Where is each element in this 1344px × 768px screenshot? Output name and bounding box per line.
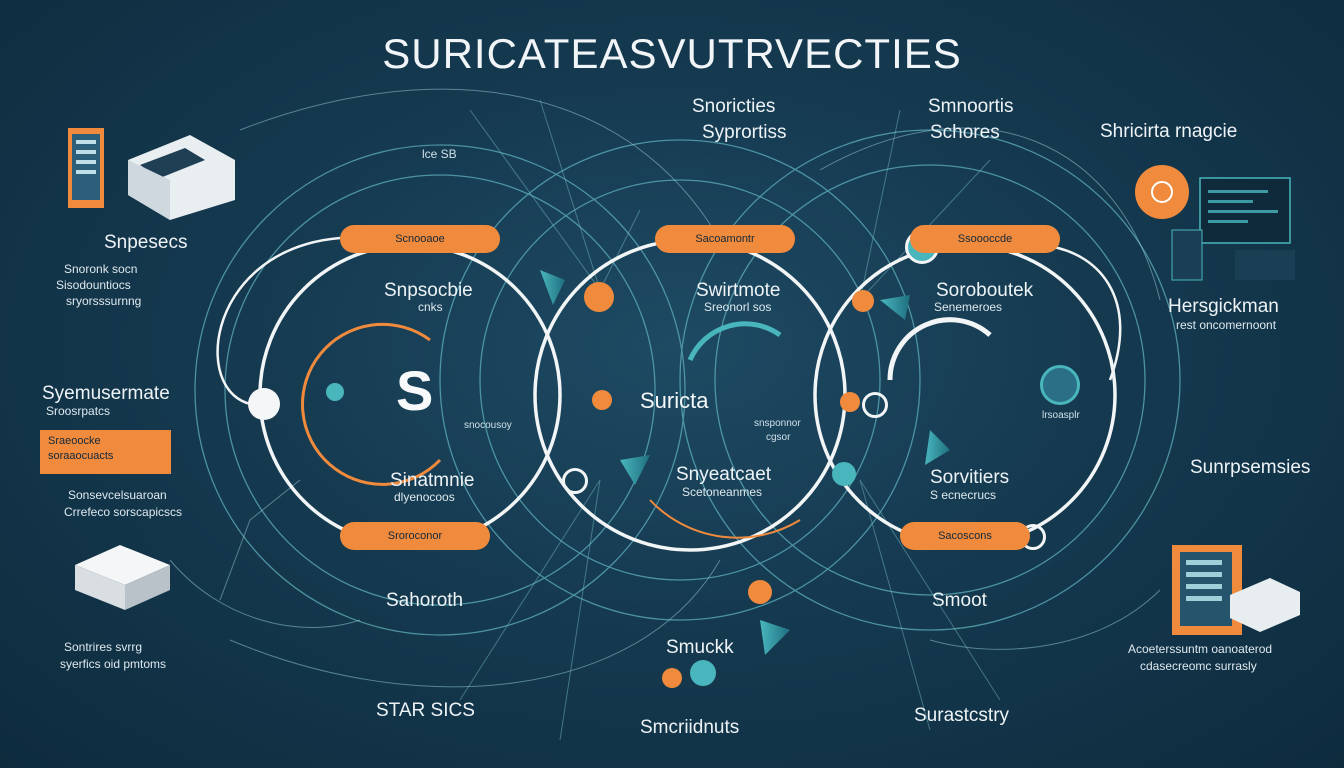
top-small-tag: lce SB (422, 147, 457, 161)
node-orange-2[interactable] (592, 390, 612, 410)
node-white-3[interactable] (562, 468, 588, 494)
node-teal-3[interactable] (1040, 365, 1080, 405)
pill-ring1-bottom-label: Sroroconor (387, 530, 443, 542)
right-label-2: rest oncomernoont (1176, 318, 1277, 332)
node-white-2[interactable] (862, 392, 888, 418)
top-mid-label-2: Syprortiss (702, 122, 787, 143)
ring2-footer-1: Snyeatcaet (676, 464, 772, 485)
ring2-sub: Sreonorl sos (704, 300, 772, 314)
bottom-label-suratcstry: Surastcstry (914, 705, 1010, 726)
pill-ring3-top-label: Ssoooccde (957, 233, 1013, 245)
top-far-right-label: Shricirta rnagcie (1100, 121, 1238, 142)
ring3-small: lrsoasplr (1042, 410, 1080, 421)
node-orange-1[interactable] (584, 282, 614, 312)
right-bottom-2: cdasecreomc surrasly (1140, 659, 1257, 673)
ring3-sub: Senemeroes (934, 300, 1003, 314)
bottom-label-smoot: Smoot (932, 590, 987, 611)
node-orange-5[interactable] (748, 580, 772, 604)
left-bottom-1: Sontrires svrrg (64, 640, 143, 654)
ring1-footer-1: Sinatmnie (390, 470, 475, 491)
bottom-label-sahoroth: Sahoroth (386, 590, 464, 611)
devices-label: Snpesecs (104, 232, 188, 253)
pill-ring1-bottom[interactable]: Sroroconor (340, 522, 490, 550)
node-teal-4[interactable] (832, 462, 856, 486)
left-info-2: Crrefeco sorscapicscs (64, 505, 183, 519)
ring2-heading: Swirtmote (696, 280, 781, 301)
left-bottom-2: syerfics oid pmtoms (60, 657, 167, 671)
pill-ring3-bottom-label: Sacoscons (938, 530, 992, 542)
right-side-label: Sunrpsemsies (1190, 457, 1311, 478)
pill-ring2-top-label: Sacoamontr (695, 233, 755, 245)
node-orange-4[interactable] (840, 392, 860, 412)
ring1-sub: cnks (418, 300, 443, 314)
right-label-1: Hersgickman (1168, 296, 1279, 317)
left-info-1: Sonsevcelsuaroan (68, 488, 167, 502)
right-bottom-1: Acoeterssuntm oanoaterod (1128, 642, 1273, 656)
ring1-small: snocousoy (464, 420, 512, 431)
pill-ring2-top[interactable]: Sacoamontr (655, 225, 795, 253)
bottom-label-smuckk: Smuckk (666, 637, 734, 658)
s-logo: S (396, 359, 434, 422)
pill-ring1-top[interactable]: Scnooaoe (340, 225, 500, 253)
ring3-heading: Soroboutek (936, 280, 1034, 301)
left-orange-tag-line-2: soraaocuacts (48, 450, 114, 462)
top-right-label-2: Schores (930, 122, 1000, 143)
ring3-footer-1: Sorvitiers (930, 467, 1010, 488)
node-teal-1[interactable] (326, 383, 344, 401)
devices-sub-2: Sisodountiocs (56, 278, 131, 292)
left-orange-tag-line-1: Sraeoocke (48, 435, 101, 447)
ring1-heading: Snpsocbie (384, 280, 473, 301)
node-teal-5[interactable] (690, 660, 716, 686)
bottom-label-star: STAR SICS (376, 700, 475, 721)
devices-sub-3: sryorsssurnng (66, 294, 142, 308)
ring2-footer-2: Scetoneanmes (682, 485, 763, 499)
pill-ring3-bottom[interactable]: Sacoscons (900, 522, 1030, 550)
ring3-footer-2: S ecnecrucs (930, 488, 997, 502)
top-mid-label-1: Snoricties (692, 96, 776, 117)
center-logo: Suricta (640, 388, 709, 413)
pill-ring1-top-label: Scnooaoe (395, 233, 445, 245)
page-title: SURICATEASVUTRVECTIES (382, 30, 962, 77)
devices-sub-1: Snoronk socn (64, 262, 138, 276)
left-orange-tag[interactable]: Sraeoocke soraaocuacts (40, 430, 171, 474)
node-white-left[interactable] (248, 388, 280, 420)
ring1-footer-2: dlyenocoos (394, 490, 455, 504)
node-orange-6[interactable] (662, 668, 682, 688)
system-label: Syemusermate (42, 383, 170, 404)
bottom-label-smcriidnuts: Smcriidnuts (640, 717, 740, 738)
ring2-small-2: cgsor (766, 432, 791, 443)
ring2-small-1: snsponnor (754, 418, 801, 429)
top-right-label-1: Smnoortis (928, 96, 1014, 117)
node-orange-3[interactable] (852, 290, 874, 312)
system-sub: Sroosrpatcs (46, 404, 111, 418)
pill-ring3-top[interactable]: Ssoooccde (910, 225, 1060, 253)
